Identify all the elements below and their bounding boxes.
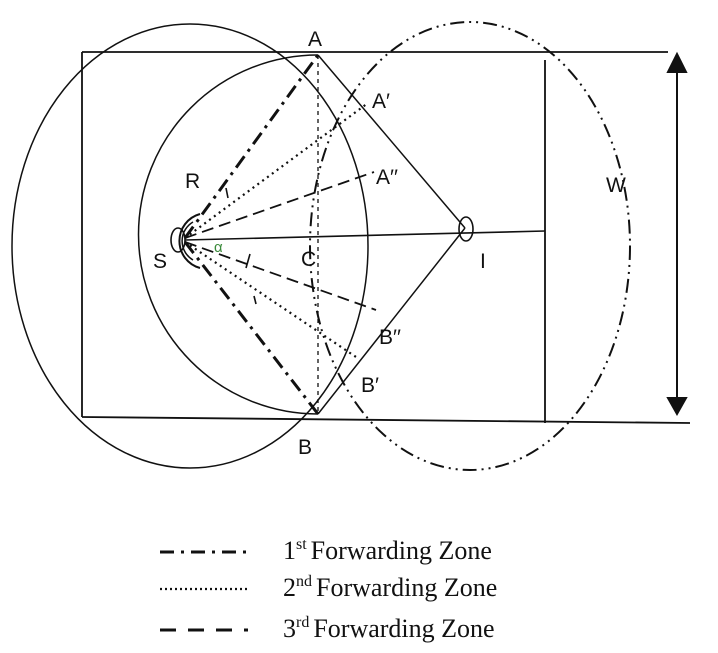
legend-ordinal: 2 xyxy=(283,573,296,602)
label-i: I xyxy=(480,250,486,273)
legend-label: Forwarding Zone xyxy=(316,573,497,602)
source-node xyxy=(170,213,201,269)
label-a-double-prime: A′′ xyxy=(376,166,398,189)
label-a: A xyxy=(308,28,322,51)
label-s: S xyxy=(153,250,167,273)
third-forwarding-zone xyxy=(184,171,377,311)
angle-alpha-marks xyxy=(225,187,257,305)
label-b: B xyxy=(298,436,312,459)
label-b-double-prime: B′′ xyxy=(379,326,401,349)
legend-ordinal: 1 xyxy=(283,536,296,565)
destination-range-circle xyxy=(309,21,631,471)
second-forwarding-zone xyxy=(184,102,369,358)
label-w: W xyxy=(606,174,626,197)
legend-label: Forwarding Zone xyxy=(313,614,494,643)
destination-node xyxy=(458,216,474,242)
width-dimension-arrow xyxy=(666,51,688,417)
label-c: C xyxy=(301,248,316,271)
label-b-prime: B′ xyxy=(361,374,379,397)
request-zone-arc xyxy=(137,54,319,415)
source-range-circle xyxy=(11,23,369,469)
first-forwarding-zone xyxy=(183,54,320,415)
legend-label: Forwarding Zone xyxy=(311,536,492,565)
legend-suffix: nd xyxy=(296,573,312,590)
legend-suffix: rd xyxy=(296,614,309,631)
label-r: R xyxy=(185,170,200,193)
label-a-prime: A′ xyxy=(372,90,390,113)
line-b-to-i xyxy=(317,227,466,415)
line-s-to-i xyxy=(184,230,546,241)
label-alpha: α xyxy=(214,239,223,256)
line-a-to-i xyxy=(317,54,466,229)
area-rectangle xyxy=(81,51,691,424)
legend-ordinal: 3 xyxy=(283,614,296,643)
legend-suffix: st xyxy=(296,536,307,553)
